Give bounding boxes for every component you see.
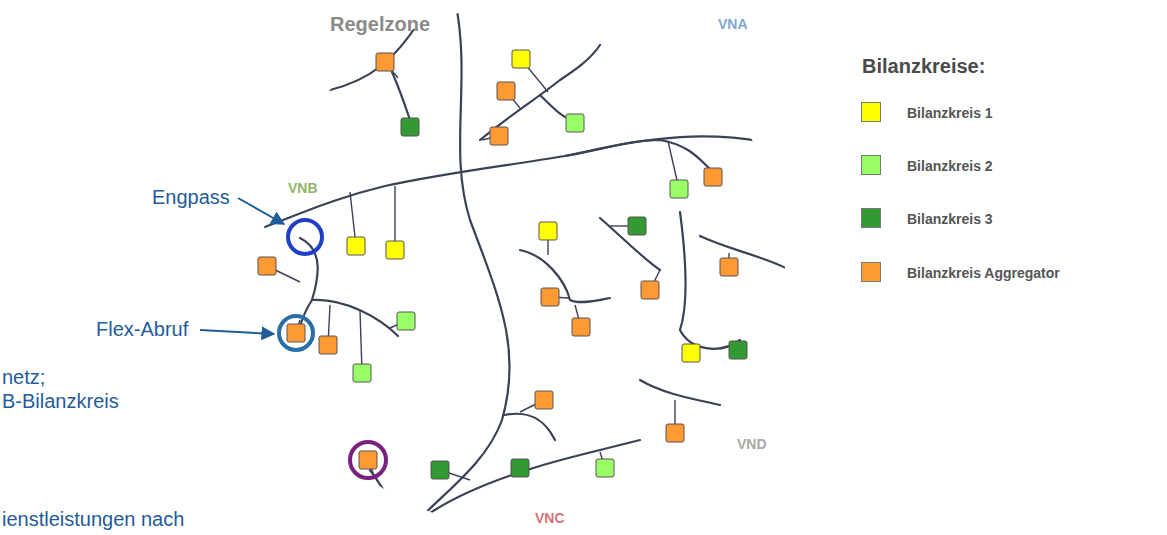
balance-group-square — [720, 258, 738, 276]
balance-group-square — [596, 459, 614, 477]
callout-label: Engpass — [152, 186, 230, 209]
highlight-circle — [350, 442, 386, 478]
region-label: VNB — [288, 180, 318, 196]
legend-row: Bilanzkreis Aggregator — [861, 262, 1014, 280]
note-text: netz; — [2, 366, 45, 389]
balance-group-square — [386, 241, 404, 259]
balance-group-square — [497, 82, 515, 100]
grid-line — [700, 236, 790, 270]
grid-line — [640, 380, 720, 405]
connection-stems — [267, 59, 738, 480]
grid-line — [680, 212, 740, 349]
grid-line — [565, 140, 713, 172]
balance-group-square — [541, 288, 559, 306]
circle-ring — [257, 1, 790, 534]
balance-group-square — [628, 217, 646, 235]
balance-group-squares — [258, 50, 747, 479]
region-label: VND — [737, 436, 767, 452]
balance-group-square — [566, 114, 584, 132]
grid-line — [520, 250, 610, 302]
grid-lines — [262, 0, 800, 535]
grid-line — [505, 414, 555, 440]
balance-group-square — [729, 341, 747, 359]
legend-text: Bilanzkreis 3 — [907, 211, 993, 227]
legend-row: Bilanzkreis 1 — [861, 102, 947, 120]
balance-group-square — [641, 281, 659, 299]
grid-line — [400, 0, 510, 535]
balance-group-square — [401, 118, 419, 136]
grid-area-region: VNC — [257, 1, 790, 534]
balance-group-square — [353, 364, 371, 382]
balance-group-square — [670, 180, 688, 198]
region-fill — [240, 140, 470, 440]
grid-line — [480, 45, 600, 140]
balance-group-square — [490, 127, 508, 145]
grid-line — [262, 136, 800, 228]
grid-area-region: VNB — [257, 1, 790, 534]
leader-lines — [200, 198, 284, 334]
grid-area-region: VNA — [257, 1, 790, 534]
balance-group-square — [704, 168, 722, 186]
legend-text: Bilanzkreis Aggregator — [907, 265, 1060, 281]
legend-row: Bilanzkreis 2 — [861, 155, 947, 173]
legend-text: Bilanzkreis 2 — [907, 158, 993, 174]
legend-swatch — [861, 262, 881, 282]
balance-group-square — [347, 237, 365, 255]
legend-title: Bilanzkreise: — [862, 55, 985, 78]
grid-line — [392, 72, 410, 120]
legend-panel — [846, 45, 1164, 349]
note-text: ienstleistungen nach — [2, 508, 184, 531]
legend-swatch — [861, 208, 881, 228]
balance-group-square — [666, 424, 684, 442]
region-outline — [257, 1, 790, 534]
region-outline — [257, 1, 790, 534]
callout-label: Flex-Abruf — [96, 318, 188, 341]
region-outline — [257, 1, 790, 534]
balance-group-square — [258, 257, 276, 275]
region-fill — [240, 210, 800, 535]
balance-group-square — [397, 312, 415, 330]
grid-line — [600, 218, 660, 270]
legend-swatch — [861, 102, 881, 122]
balance-group-square — [359, 451, 377, 469]
zone-title: Regelzone — [330, 13, 430, 36]
grid-area-region: VND — [257, 1, 790, 534]
leader-line — [200, 330, 274, 334]
legend-row: Bilanzkreis 3 — [861, 208, 947, 226]
circle-body — [260, 4, 786, 530]
balance-group-square — [539, 222, 557, 240]
region-label: VNC — [535, 510, 565, 526]
balance-group-square — [319, 336, 337, 354]
circle-outline — [257, 1, 790, 534]
region-fill — [560, 203, 800, 470]
grid-line — [420, 440, 640, 520]
balance-group-square — [511, 459, 529, 477]
highlight-circles — [279, 220, 386, 478]
flex-circle — [279, 316, 313, 350]
balance-group-square — [682, 344, 700, 362]
bottleneck-circle — [288, 220, 322, 254]
leader-line — [238, 198, 284, 224]
region-outline — [257, 1, 790, 534]
legend-text: Bilanzkreis 1 — [907, 105, 993, 121]
balance-group-square — [287, 324, 305, 342]
circle-shadow — [261, 6, 789, 534]
stem-line — [394, 186, 395, 250]
note-text: B-Bilanzkreis — [2, 390, 119, 413]
balance-group-square — [535, 391, 553, 409]
balance-group-square — [431, 461, 449, 479]
legend-swatch — [861, 155, 881, 175]
balance-group-square — [572, 318, 590, 336]
circle-border — [260, 4, 786, 530]
region-fill — [300, 0, 800, 250]
balance-group-square — [376, 53, 394, 71]
balance-group-square — [512, 50, 530, 68]
control-zone-circle: Regelzone VNA VNB VNC VND — [257, 1, 790, 534]
region-label: VNA — [718, 16, 748, 32]
